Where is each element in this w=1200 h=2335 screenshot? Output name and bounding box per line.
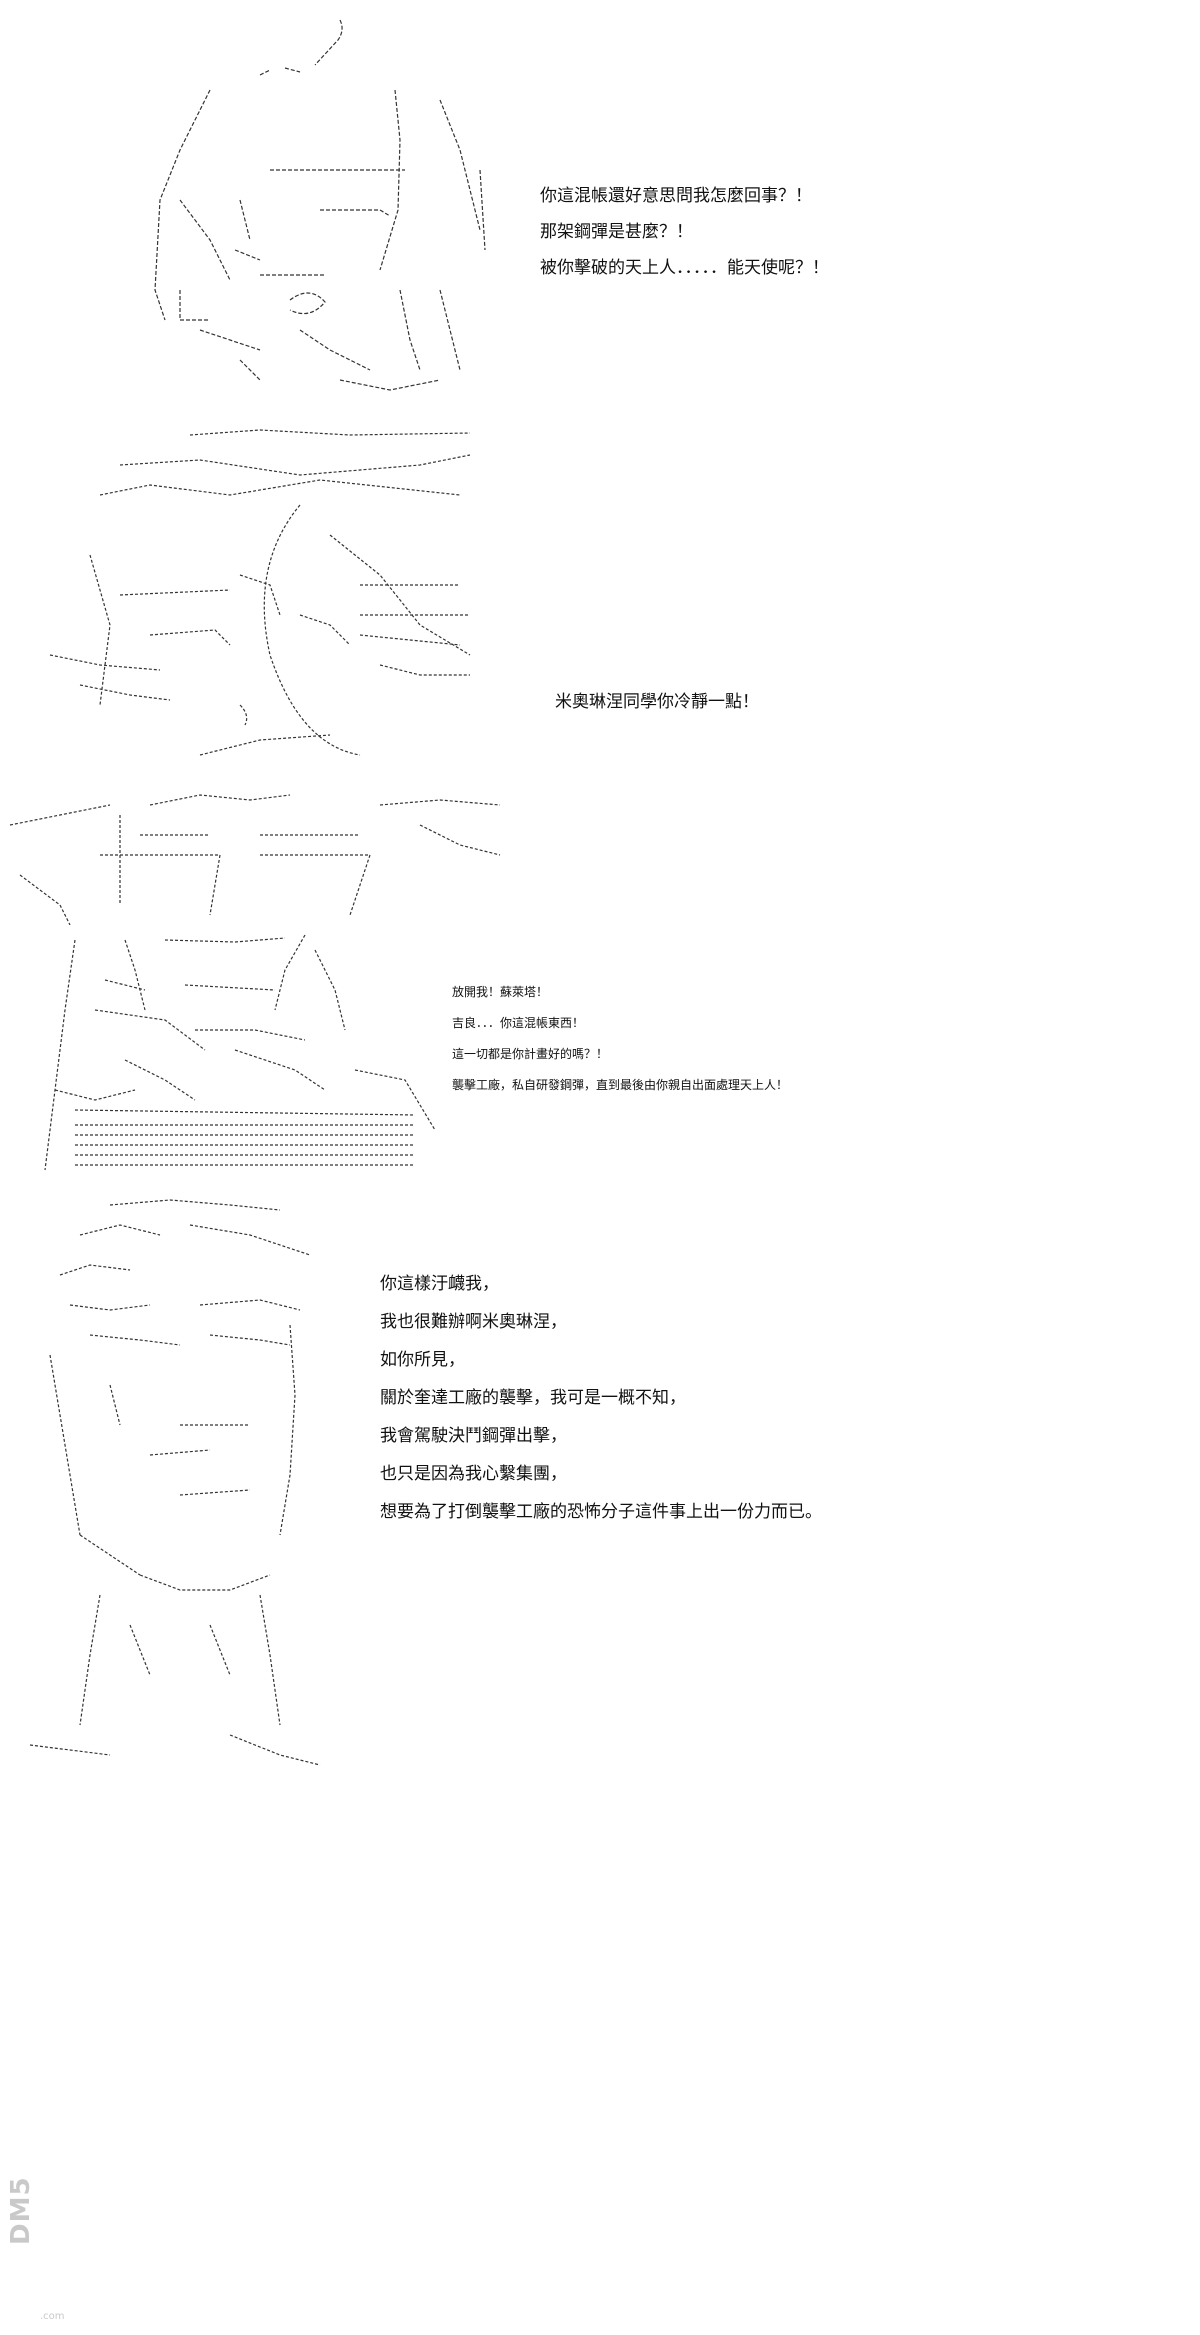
speech-block-3: 放開我！蘇萊塔！ 吉良．．．你這混帳東西！ 這一切都是你計畫好的嗎？！ 襲擊工廠… <box>452 977 788 1101</box>
watermark-domain-text: .com <box>40 2311 65 2322</box>
speech-line: 被你擊破的天上人．．．．．能天使呢？！ <box>540 258 829 278</box>
speech-line: 吉良．．．你這混帳東西！ <box>452 1016 585 1030</box>
speech-line: 你這混帳還好意思問我怎麼回事？！ <box>540 186 812 206</box>
speech-block-2: 米奧琳涅同學你冷靜一點！ <box>555 690 759 714</box>
speech-line: 放開我！蘇萊塔！ <box>452 985 549 999</box>
panel-3: 放開我！蘇萊塔！ 吉良．．．你這混帳東西！ 這一切都是你計畫好的嗎？！ 襲擊工廠… <box>0 925 1200 1185</box>
speech-line: 如你所見， <box>380 1350 465 1370</box>
panel-4: 你這樣汙衊我， 我也很難辦啊米奧琳涅， 如你所見， 關於奎達工廠的襲擊，我可是一… <box>0 1185 1200 2335</box>
ascii-art-struggle-scene <box>35 930 445 1180</box>
speech-block-4: 你這樣汙衊我， 我也很難辦啊米奧琳涅， 如你所見， 關於奎達工廠的襲擊，我可是一… <box>380 1265 822 1531</box>
speech-line: 也只是因為我心繫集團， <box>380 1464 567 1484</box>
speech-line: 你這樣汙衊我， <box>380 1274 499 1294</box>
speech-line: 那架鋼彈是甚麼？！ <box>540 222 693 242</box>
speech-line: 我也很難辦啊米奧琳涅， <box>380 1312 567 1332</box>
ascii-art-angry-character <box>140 10 520 400</box>
speech-line: 米奧琳涅同學你冷靜一點！ <box>555 692 759 712</box>
ascii-art-restraining-character <box>0 425 540 925</box>
speech-line: 這一切都是你計畫好的嗎？！ <box>452 1047 609 1061</box>
speech-block-1: 你這混帳還好意思問我怎麼回事？！ 那架鋼彈是甚麼？！ 被你擊破的天上人．．．．．… <box>540 178 829 286</box>
watermark-logo-text: DM5 <box>6 2176 36 2245</box>
speech-line: 想要為了打倒襲擊工廠的恐怖分子這件事上出一份力而已。 <box>380 1502 822 1522</box>
speech-line: 我會駕駛決鬥鋼彈出擊， <box>380 1426 567 1446</box>
panel-2: 米奧琳涅同學你冷靜一點！ <box>0 415 1200 925</box>
panel-1: 你這混帳還好意思問我怎麼回事？！ 那架鋼彈是甚麼？！ 被你擊破的天上人．．．．．… <box>0 0 1200 410</box>
speech-line: 關於奎達工廠的襲擊，我可是一概不知， <box>380 1388 686 1408</box>
speech-line: 襲擊工廠，私自研發鋼彈，直到最後由你親自出面處理天上人！ <box>452 1078 789 1092</box>
ascii-art-calm-character <box>30 1195 360 1775</box>
site-watermark: DM5 .com <box>6 2176 86 2335</box>
